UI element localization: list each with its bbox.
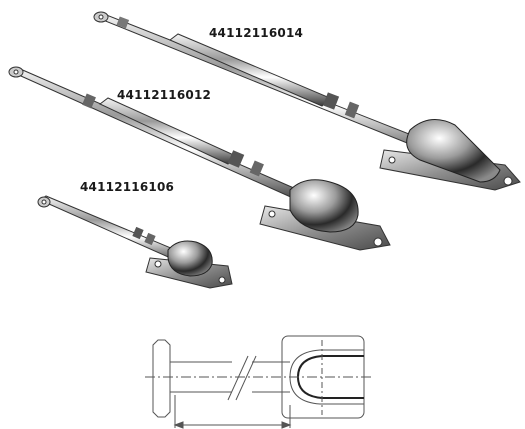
- stay-adjuster-medium: [8, 66, 391, 251]
- product-code-label: 44112116106: [80, 180, 175, 194]
- stay-adjuster-short: [37, 195, 233, 289]
- product-code-label: 44112116014: [209, 26, 304, 40]
- product-code-label: 44112116012: [117, 88, 212, 102]
- stay-adjuster-long: [93, 11, 521, 191]
- technical-drawing: [145, 335, 372, 429]
